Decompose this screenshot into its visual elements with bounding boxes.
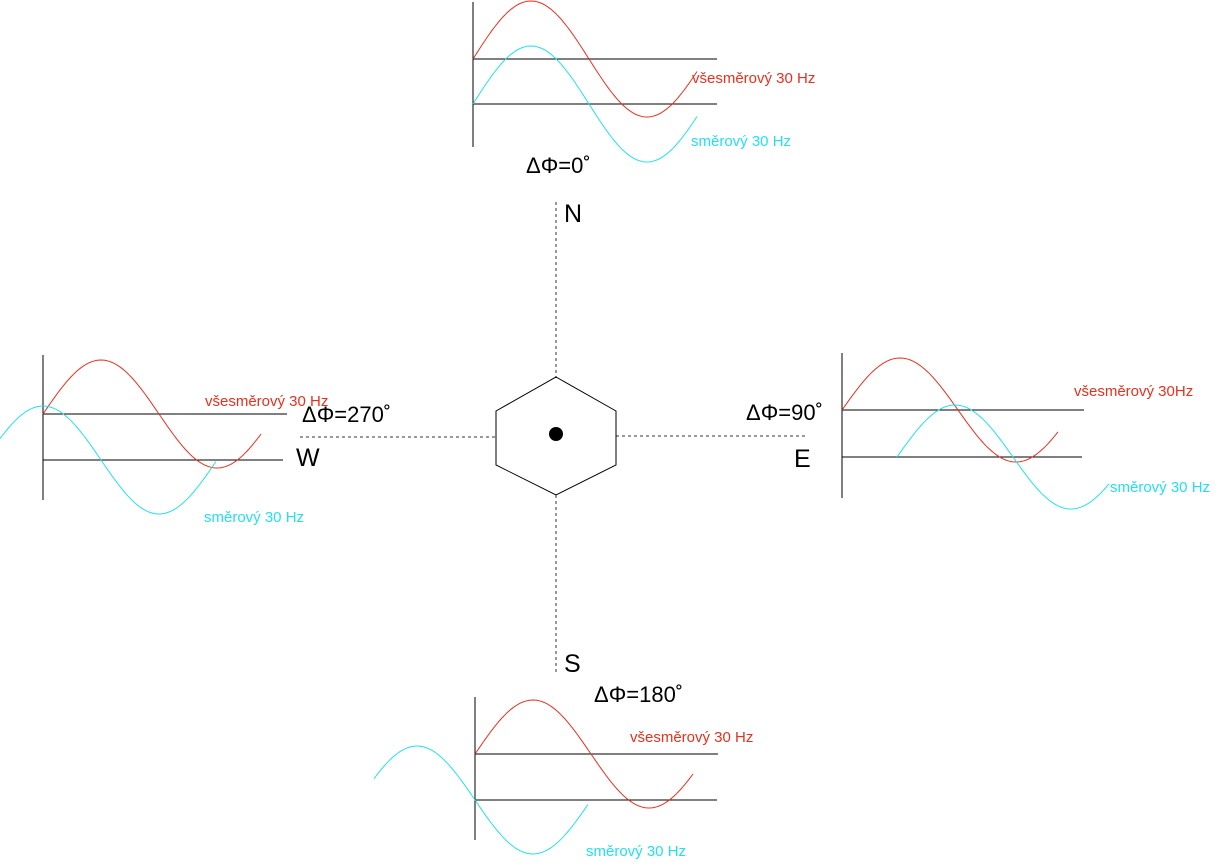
south-reference-label: všesměrový 30 Hz [630, 729, 753, 746]
west-variable-wave [0, 405, 217, 515]
east-label: E [794, 445, 811, 473]
north-variable-label: směrový 30 Hz [691, 133, 791, 150]
south-phase-label: ΔΦ=180˚ [594, 682, 683, 707]
east-reference-label: všesměrový 30Hz [1074, 383, 1193, 400]
west-phase-label: ΔΦ=270˚ [302, 402, 391, 427]
east-signal-panel: všesměrový 30Hz směrový 30 Hz [841, 353, 1210, 510]
north-phase-label: ΔΦ=0˚ [526, 153, 591, 178]
south-label: S [564, 650, 581, 678]
east-variable-wave [896, 404, 1110, 510]
south-variable-wave [373, 745, 589, 855]
south-signal-panel: všesměrový 30 Hz směrový 30 Hz [373, 697, 753, 860]
east-variable-label: směrový 30 Hz [1110, 479, 1210, 496]
south-reference-wave [474, 699, 694, 809]
west-label: W [296, 444, 320, 472]
north-reference-wave [472, 0, 698, 118]
north-reference-label: všesměrový 30 Hz [692, 70, 815, 87]
west-reference-label: všesměrový 30 Hz [205, 393, 328, 410]
north-variable-wave [472, 45, 698, 163]
west-signal-panel: všesměrový 30 Hz směrový 30 Hz [0, 355, 328, 526]
east-phase-label: ΔΦ=90˚ [746, 400, 823, 425]
east-reference-wave [841, 357, 1059, 463]
south-variable-label: směrový 30 Hz [586, 843, 686, 860]
west-reference-wave [42, 359, 262, 469]
west-variable-label: směrový 30 Hz [204, 509, 304, 526]
north-signal-panel: všesměrový 30 Hz směrový 30 Hz [472, 0, 815, 163]
vor-station-center-dot [549, 427, 563, 441]
north-label: N [564, 200, 582, 228]
